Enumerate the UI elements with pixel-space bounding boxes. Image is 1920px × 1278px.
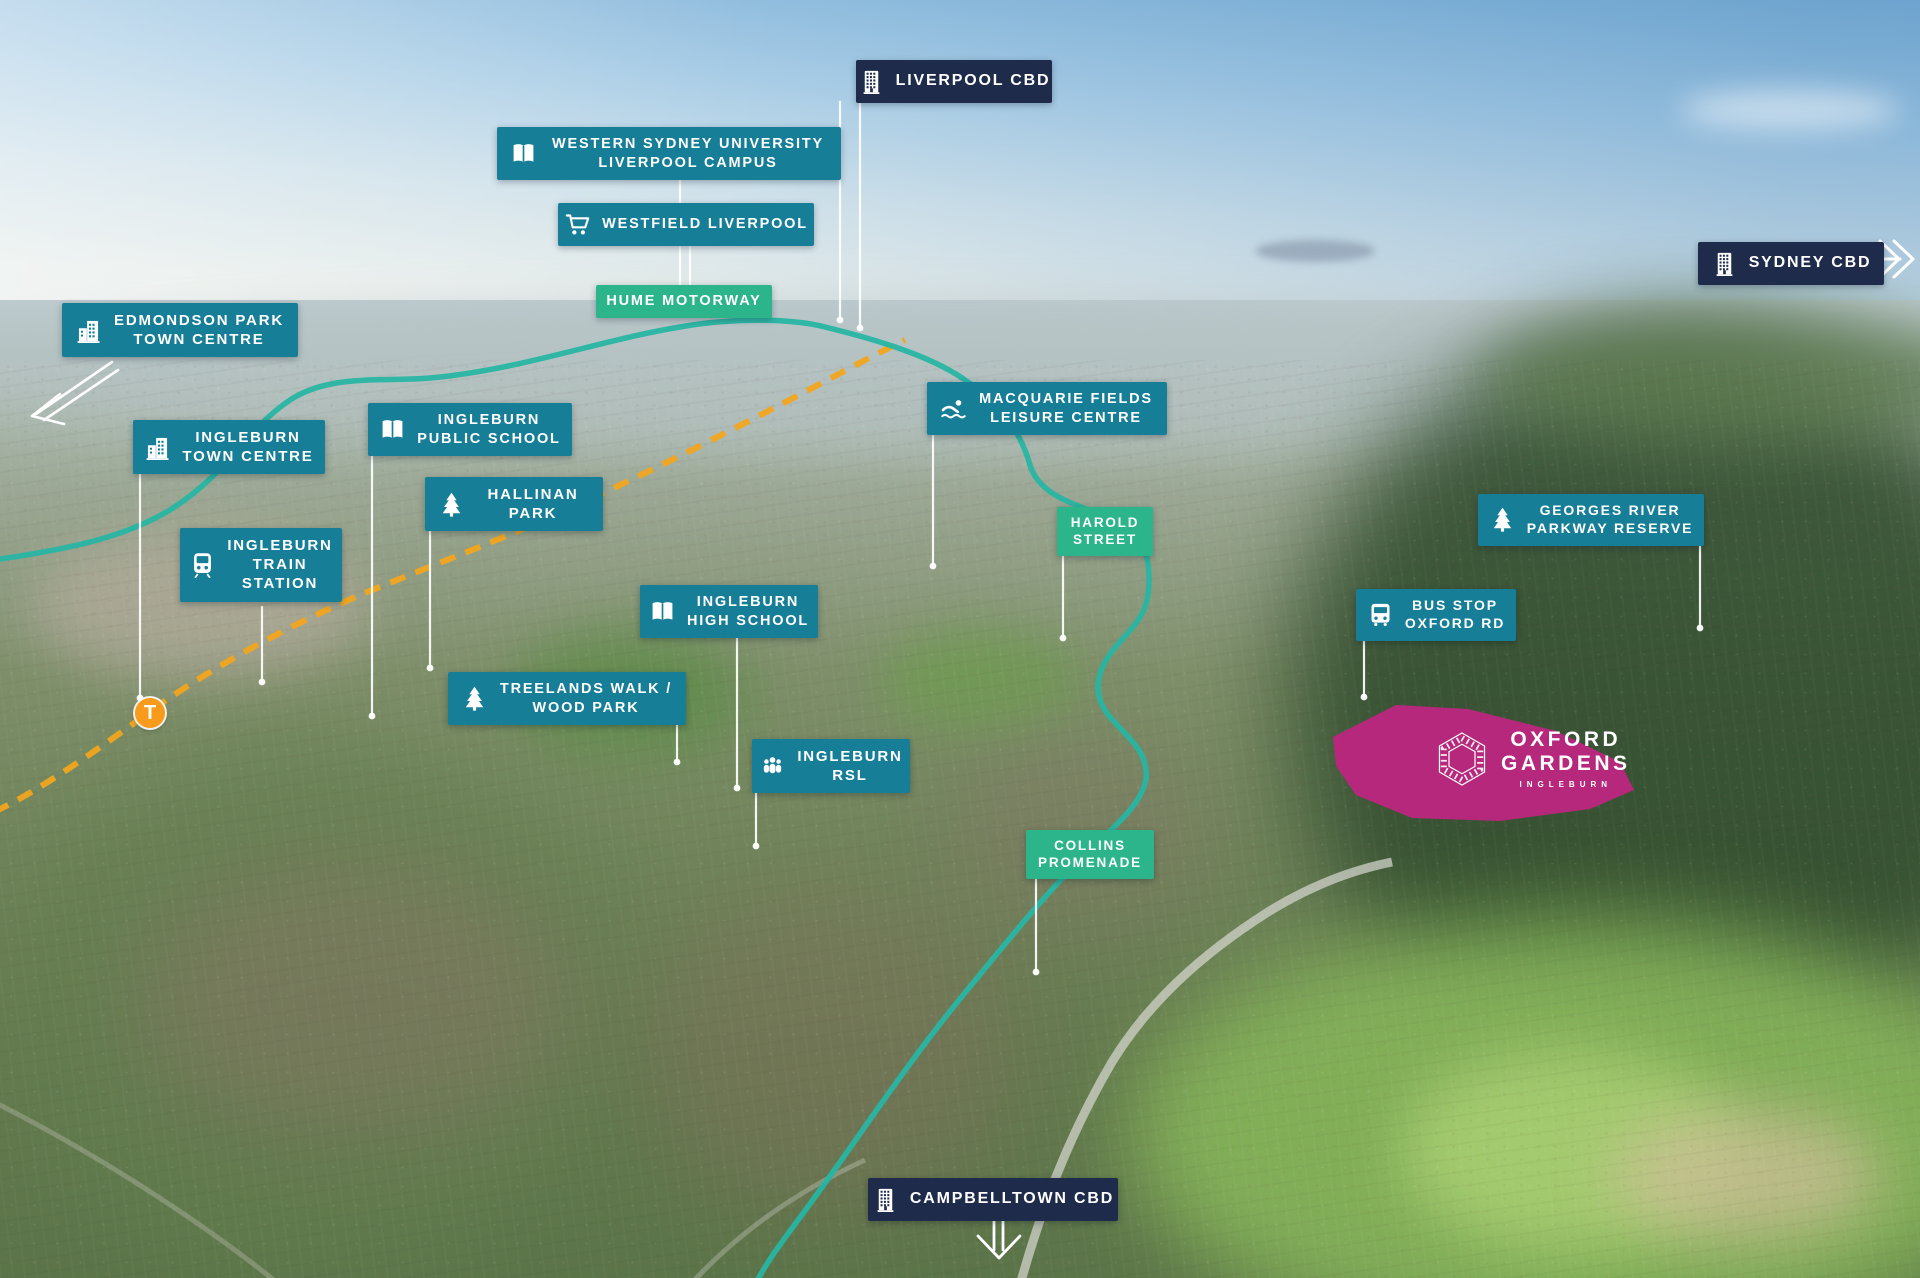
marker-label: CAMPBELLTOWN CBD (909, 1190, 1115, 1208)
book-icon (510, 140, 537, 167)
sky (0, 0, 1920, 340)
building-icon (1711, 250, 1738, 277)
t-badge-letter: T (143, 701, 157, 724)
leaf-wreath-icon (1438, 731, 1486, 786)
book-icon (379, 416, 406, 443)
marker-sydney-cbd: SYDNEY CBD (1698, 242, 1884, 285)
distant-skyline (1255, 240, 1375, 262)
marker-label: LIVERPOOL CBD (895, 72, 1051, 90)
edmondson-arrow-down-left-icon (30, 360, 120, 426)
suburb-left-green (0, 740, 620, 1278)
dirt-patch (1610, 1110, 1880, 1240)
site-polygon (1333, 705, 1634, 821)
marker-label: HUME MOTORWAY (606, 293, 762, 309)
marker-treelands-walk: TREELANDS WALK /WOOD PARK (448, 672, 686, 726)
road-secondary (693, 1157, 867, 1278)
road-main (1017, 857, 1393, 1278)
marker-westfield: WESTFIELD LIVERPOOL (558, 203, 814, 246)
brand-subtitle: INGLEBURN (1519, 780, 1613, 790)
brand-line1: OXFORD (1510, 728, 1622, 751)
oxford-gardens-logo: OXFORD GARDENS INGLEBURN (1436, 728, 1631, 789)
building-icon (872, 1186, 899, 1213)
tree-icon (461, 685, 488, 712)
rail-dashed-line (0, 337, 907, 813)
marker-label: TREELANDS WALK /WOOD PARK (499, 681, 673, 716)
marker-label: SYDNEY CBD (1748, 254, 1872, 272)
roof-cluster-left (130, 860, 580, 1140)
marker-label: WESTFIELD LIVERPOOL (602, 216, 808, 233)
people-icon (759, 753, 786, 780)
swim-icon (940, 395, 967, 422)
bus-icon (1367, 601, 1394, 628)
cart-icon (564, 211, 591, 238)
marker-liverpool-cbd: LIVERPOOL CBD (856, 60, 1052, 103)
marker-campbelltown-cbd: CAMPBELLTOWN CBD (868, 1178, 1118, 1221)
marker-hume: HUME MOTORWAY (596, 285, 772, 318)
tree-icon (438, 491, 465, 518)
train-station-t-icon: T (135, 698, 165, 728)
cloud (1680, 90, 1900, 130)
forest-edge (1480, 315, 1920, 445)
roof-cluster-center (640, 890, 1020, 1210)
tree-icon (1489, 506, 1516, 533)
road-left (0, 1102, 276, 1278)
sky-tint (0, 0, 1920, 340)
book-icon (649, 598, 676, 625)
route-highlight-line (0, 317, 1152, 1278)
town-icon (75, 317, 102, 344)
brand-line2: GARDENS (1501, 751, 1631, 775)
train-icon (189, 551, 216, 579)
park-river-bend (880, 630, 1080, 730)
town-icon (144, 434, 171, 461)
building-icon (858, 68, 885, 95)
campbelltown-arrow-down-icon (976, 1216, 1022, 1260)
leader-lines (138, 101, 1702, 972)
